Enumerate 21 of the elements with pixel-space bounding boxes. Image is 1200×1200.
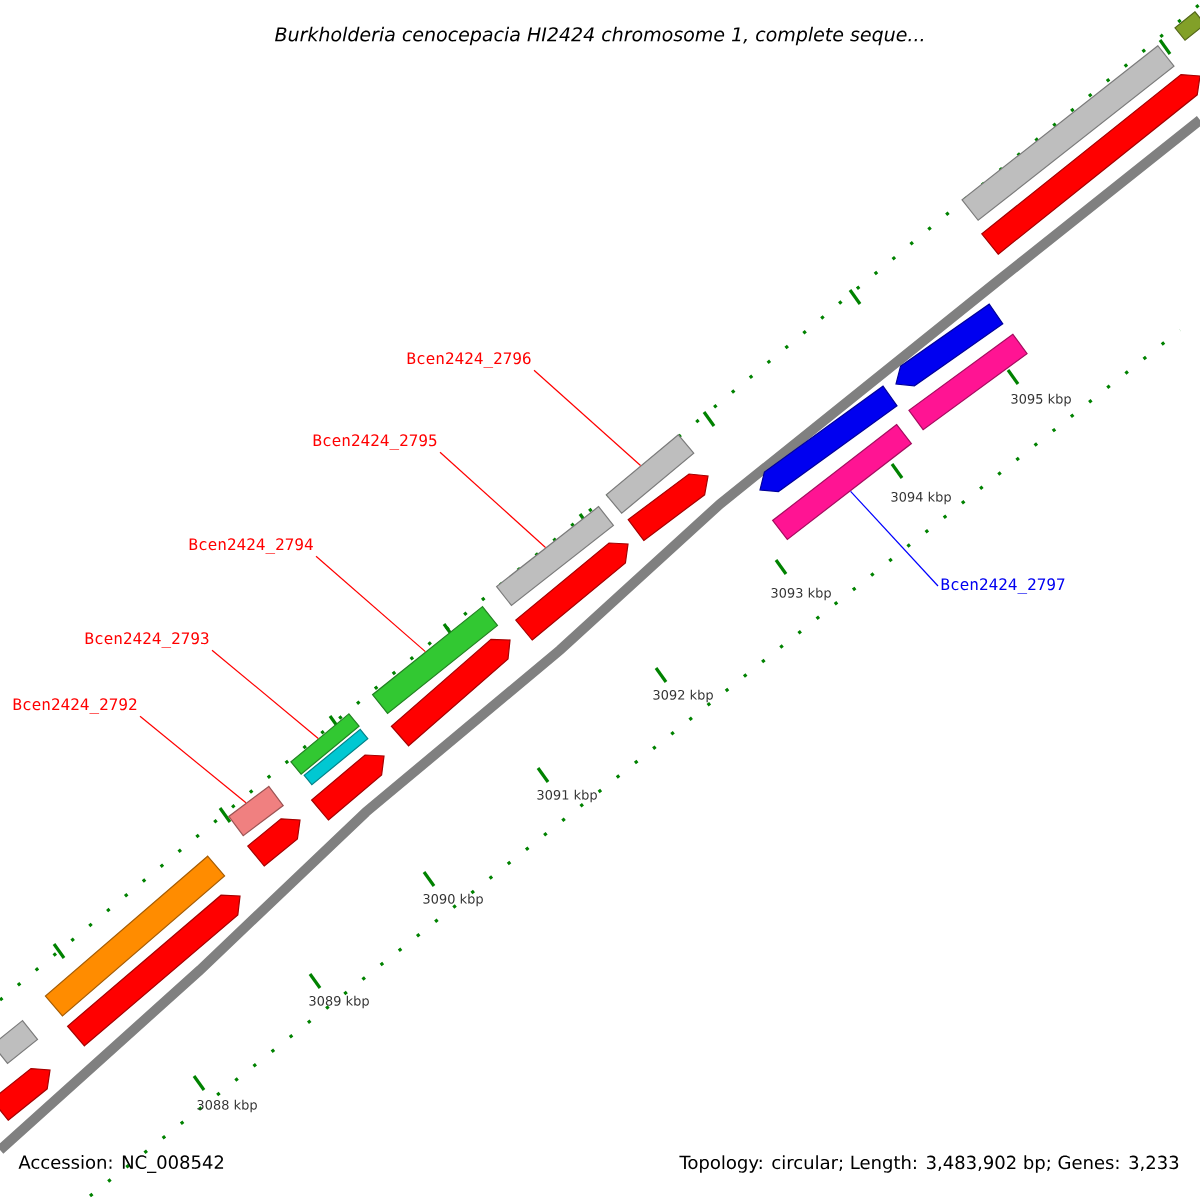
- gene-feature: [759, 385, 898, 493]
- gene-label: Bcen2424_2794: [189, 538, 313, 554]
- gene-label: Bcen2424_2795: [313, 434, 437, 450]
- leader-line: [211, 649, 319, 739]
- gene-feature: [895, 303, 1004, 387]
- leader-line: [439, 451, 547, 549]
- leader-line: [850, 490, 939, 587]
- gene-label: Bcen2424_2792: [13, 698, 137, 714]
- gene-feature: [303, 728, 369, 786]
- gene-label: Bcen2424_2793: [85, 632, 209, 648]
- summary-text: Topology: circular; Length: 3,483,902 bp; Genes: 3,233: [679, 1155, 1179, 1173]
- gene-label: Bcen2424_2797: [941, 578, 1065, 594]
- leader-line: [139, 715, 247, 804]
- accession-text: Accession: NC_008542: [18, 1155, 224, 1173]
- title: Burkholderia cenocepacia HI2424 chromosome 1, complete seque...: [275, 26, 923, 46]
- gene-feature: [44, 855, 226, 1017]
- gene-feature: [390, 638, 511, 747]
- gene-feature: [290, 713, 360, 775]
- leader-line: [533, 369, 642, 467]
- gene-label: Bcen2424_2796: [407, 352, 531, 368]
- leader-line: [315, 555, 426, 653]
